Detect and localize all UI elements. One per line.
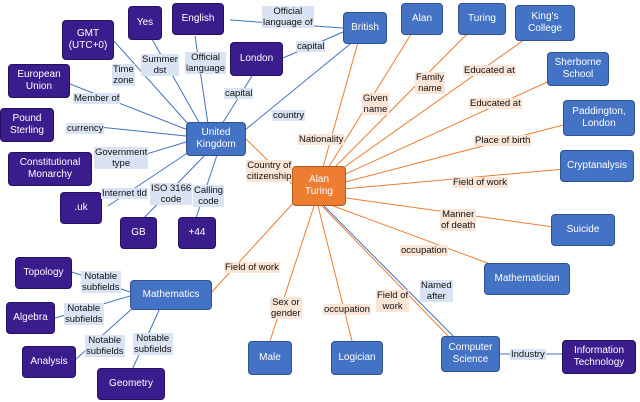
label-internet-tld: Internet tld: [101, 188, 148, 199]
label-capital: capital: [224, 88, 254, 99]
node-gb: GB: [120, 217, 157, 249]
node-yes: Yes: [128, 6, 162, 40]
label-notable-subfields-4: Notable subfields: [133, 333, 173, 355]
node-constitutional-monarchy: Constitutional Monarchy: [8, 152, 92, 186]
label-occupation-1: occupation: [400, 245, 448, 256]
edge-educated-at-2: [327, 67, 579, 183]
edge-family-name: [323, 17, 484, 179]
node-computer-science: Computer Science: [441, 336, 500, 372]
label-given-name: Given name: [362, 93, 389, 115]
edge-place-of-birth: [329, 117, 591, 187]
node-british: British: [343, 12, 387, 44]
label-field-of-work-1: Field of work: [452, 177, 508, 188]
node-algebra: Algebra: [6, 302, 55, 334]
label-iso-3166-code: ISO 3166 code: [150, 183, 193, 205]
label-time-zone: Time zone: [112, 64, 135, 86]
edge-time-zone: [112, 39, 191, 127]
label-industry: Industry: [510, 349, 546, 360]
label-notable-subfields-1: Notable subfields: [81, 271, 121, 293]
label-educated-at-2: Educated at: [469, 98, 522, 109]
edge-educated-at-1: [325, 29, 539, 181]
node-analysis: Analysis: [22, 346, 76, 378]
label-notable-subfields-2: Notable subfields: [64, 303, 104, 325]
edge-official-language: [194, 35, 209, 125]
edge-nationality: [319, 27, 363, 179]
label-manner-of-death: Manner of death: [440, 209, 477, 231]
node-information-technology: Information Technology: [562, 340, 636, 374]
label-sex-or-gender: Sex or gender: [270, 297, 302, 319]
label-named-after: Named after: [420, 280, 453, 302]
node-plus44: +44: [178, 217, 216, 249]
node-kings-college: King's College: [515, 5, 575, 41]
node-mathematician: Mathematician: [484, 263, 570, 295]
node-mathematics: Mathematics: [130, 280, 212, 310]
edge-member-of: [69, 83, 189, 131]
label-official-language: Official language: [185, 52, 227, 74]
label-government-type: Government type: [94, 147, 149, 169]
edge-country: [244, 39, 356, 131]
node-gmt: GMT (UTC+0): [62, 20, 114, 60]
edge-occupation-2: [317, 205, 353, 342]
label-occupation-2: occupation: [323, 304, 371, 315]
node-alan-turing: Alan Turing: [292, 166, 346, 206]
node-paddington-london: Paddington, London: [563, 100, 635, 136]
label-field-of-work-2: Field of work: [376, 290, 410, 312]
node-cryptanalysis: Cryptanalysis: [560, 150, 634, 182]
edge-summer-dst: [147, 31, 201, 125]
edge-field-of-work-2: [321, 205, 456, 344]
node-english: English: [172, 3, 224, 35]
node-european-union: European Union: [8, 64, 70, 98]
node-geometry: Geometry: [97, 368, 165, 400]
edge-field-of-work-3: [209, 199, 297, 295]
node-uk-tld: .uk: [60, 192, 102, 224]
node-united-kingdom: United Kingdom: [186, 122, 246, 156]
node-logician: Logician: [331, 341, 383, 375]
label-summer-dst: Summer dst: [141, 54, 179, 76]
label-educated-at-1: Educated at: [463, 65, 516, 76]
label-member-of: Member of: [73, 93, 121, 104]
label-calling-code: Calling code: [193, 185, 225, 207]
node-pound-sterling: Pound Sterling: [0, 108, 54, 142]
label-currency: currency: [66, 123, 105, 134]
edge-capital: [221, 75, 253, 125]
label-place-of-birth: Place of birth: [474, 135, 532, 146]
label-notable-subfields-3: Notable subfields: [85, 335, 125, 357]
node-turing: Turing: [458, 3, 506, 35]
edge-sex-or-gender: [269, 205, 315, 342]
label-country: country: [272, 110, 306, 121]
node-suicide: Suicide: [551, 214, 615, 246]
label-nationality: Nationality: [298, 134, 345, 145]
node-london: London: [230, 42, 283, 76]
label-family-name: Family name: [415, 72, 445, 94]
node-topology: Topology: [15, 257, 72, 289]
label-official-language-of: Official language of: [262, 6, 314, 28]
label-country-of-citizenship: Country of citizenship: [246, 160, 293, 182]
node-male: Male: [248, 341, 292, 375]
label-field-of-work-3: Field of work: [224, 262, 280, 273]
edge-named-after: [323, 205, 471, 354]
label-capital-british: capital: [296, 41, 326, 52]
node-sherborne-school: Sherborne School: [547, 52, 609, 86]
node-alan: Alan: [401, 3, 443, 35]
